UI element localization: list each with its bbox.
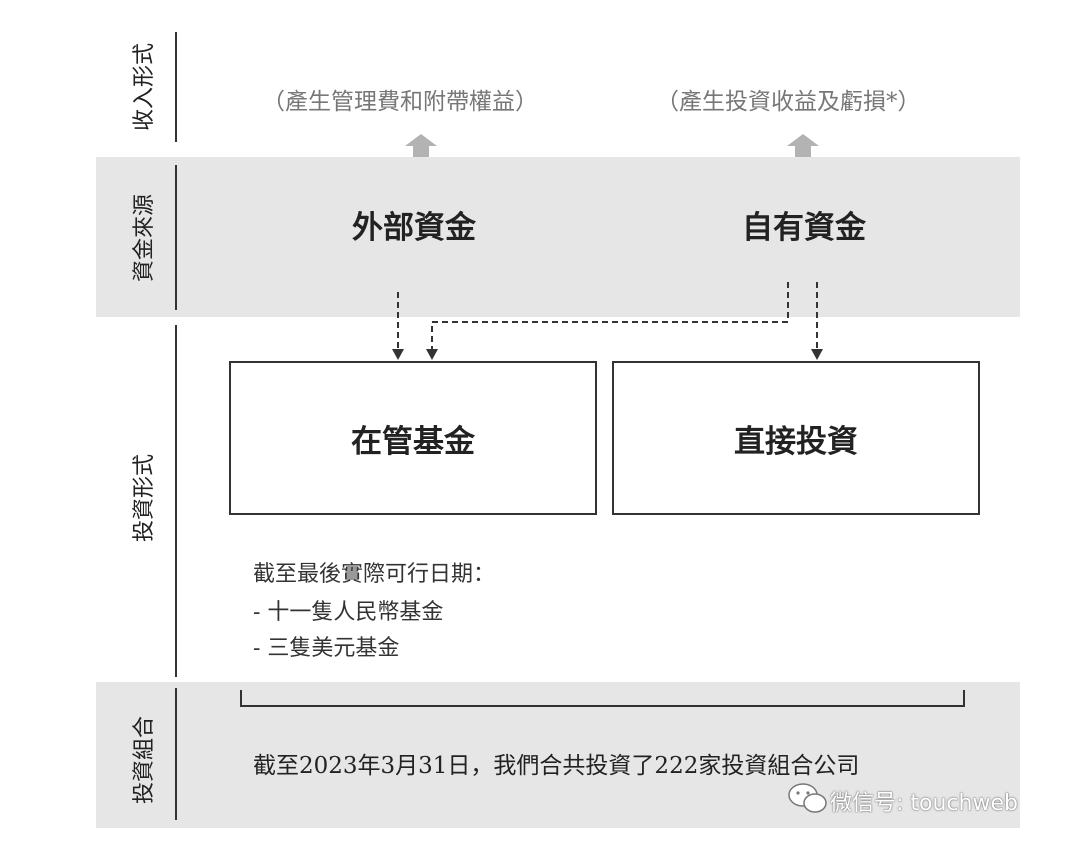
watermark-text: 微信号: touchweb	[830, 791, 1018, 816]
managed-funds-box: 在管基金	[229, 361, 597, 515]
flow-own-to-managed	[431, 282, 789, 352]
notes-item-usd-funds: - 三隻美元基金	[253, 636, 400, 661]
portfolio-bracket	[240, 690, 965, 707]
income-left-text: （產生管理費和附帶權益）	[262, 89, 538, 115]
capital-source-band	[96, 157, 1020, 317]
up-arrow-right-icon	[787, 134, 819, 157]
up-arrow-left-icon	[405, 134, 437, 157]
source-own-funds: 自有資金	[742, 210, 866, 246]
notes-heading: 截至最後實際可行日期：	[253, 562, 496, 587]
divider-capital	[175, 165, 177, 310]
divider-income	[175, 32, 177, 142]
direct-investment-box: 直接投資	[612, 361, 980, 515]
arrowhead-external-to-managed-icon	[392, 349, 404, 360]
portfolio-summary: 截至2023年3月31日，我們合共投資了222家投資組合公司	[253, 753, 860, 779]
divider-portfolio	[175, 688, 177, 820]
income-right-text: （產生投資收益及虧損*）	[656, 89, 921, 115]
arrowhead-own-to-direct-icon	[811, 349, 823, 360]
arrowhead-own-to-managed-icon	[426, 349, 438, 360]
notes-item-rmb-funds: - 十一隻人民幣基金	[253, 600, 444, 625]
divider-investment	[175, 325, 177, 677]
managed-funds-label: 在管基金	[351, 423, 475, 460]
direct-investment-label: 直接投資	[734, 423, 858, 460]
source-external-funds: 外部資金	[352, 210, 476, 246]
wechat-icon	[788, 783, 827, 813]
